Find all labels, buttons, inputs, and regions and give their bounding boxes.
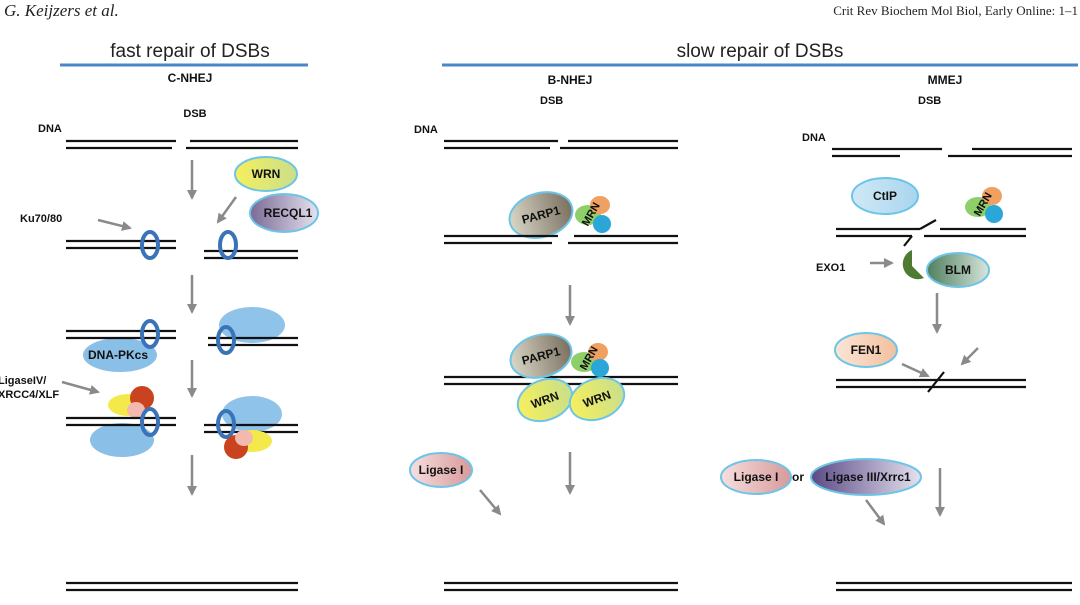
svg-text:CtIP: CtIP	[873, 189, 897, 203]
mmej-dna-label: DNA	[802, 132, 826, 144]
ligase4-arrow	[61, 380, 100, 395]
exo1-protein	[902, 250, 924, 280]
exo1-label: EXO1	[816, 262, 845, 274]
ku-ring-left	[140, 230, 160, 260]
bnhej-label: B-NHEJ	[548, 73, 593, 87]
mmej-dsb-label: DSB	[918, 95, 941, 107]
ligase3-protein	[810, 458, 922, 496]
wrn-protein	[234, 156, 298, 192]
cnhej-dna-broken	[66, 139, 298, 150]
ligase1-protein-bnhej	[409, 452, 473, 488]
dnapk-right	[219, 307, 285, 343]
ligase-arrow-mmej	[865, 499, 886, 526]
blm-protein	[926, 252, 990, 288]
ku-ring-right-2	[216, 325, 236, 355]
wrn-protein-bnhej-1	[516, 377, 574, 423]
ku-ring-left-2	[140, 319, 160, 349]
svg-text:Ligase I: Ligase I	[734, 470, 779, 484]
bnhej-dna-parp	[444, 234, 678, 245]
cnhej-label: C-NHEJ	[168, 71, 213, 85]
svg-text:FEN1: FEN1	[851, 343, 882, 357]
ku-label: Ku70/80	[20, 213, 62, 225]
svg-text:WRN: WRN	[252, 167, 281, 181]
dnapk-label: DNA-PKcs	[88, 348, 148, 362]
fen1-protein	[834, 332, 898, 368]
ligase1-protein-mmej	[720, 459, 792, 495]
or-label: or	[792, 470, 804, 484]
fast-repair-title: fast repair of DSBs	[110, 41, 269, 62]
ligase4-complex-left	[108, 386, 154, 418]
ku-ring-left-3	[140, 407, 160, 437]
ligase4-complex-right	[224, 430, 272, 459]
running-head-journal: Crit Rev Biochem Mol Biol, Early Online:…	[833, 3, 1078, 18]
wrn-protein-bnhej-2	[568, 376, 626, 422]
mrn-complex-bnhej-2: MRN	[571, 343, 609, 377]
dnapk-left	[83, 338, 157, 372]
mmej-dna-repaired	[836, 581, 1072, 592]
ligase4-label-2: XRCC4/XLF	[0, 389, 59, 401]
mmej-flap-arrow	[960, 347, 979, 366]
bnhej-dsb-label: DSB	[540, 95, 563, 107]
running-head-author: G. Keijzers et al.	[4, 1, 119, 20]
bnhej-dna-label: DNA	[414, 124, 438, 136]
cnhej-dsb-label: DSB	[183, 108, 206, 120]
svg-text:Ligase III/Xrrc1: Ligase III/Xrrc1	[825, 470, 911, 484]
dnapk-right-3	[222, 396, 282, 432]
parp1-protein-2	[509, 333, 573, 379]
fen1-arrow	[901, 362, 930, 378]
mmej-dna-resection	[836, 219, 1026, 247]
bnhej-dna-broken	[444, 139, 678, 150]
cnhej-dna-ku	[66, 239, 298, 260]
ligase4-label-1: LigaseIV/	[0, 375, 46, 387]
mmej-label: MMEJ	[928, 73, 963, 87]
bnhej-dna-repaired	[444, 581, 678, 592]
ctip-protein	[851, 177, 919, 215]
slow-repair-title: slow repair of DSBs	[677, 41, 844, 62]
ligase1-arrow-bnhej	[479, 489, 502, 516]
mrn-complex-mmej: MRN	[965, 187, 1003, 223]
mmej-dna-annealed	[836, 371, 1026, 393]
cnhej-dna-label: DNA	[38, 123, 62, 135]
ku-ring-right	[218, 230, 238, 260]
mrn-complex-bnhej: MRN	[575, 196, 611, 233]
svg-text:RECQL1: RECQL1	[264, 206, 313, 220]
mmej-dna-broken	[832, 147, 1072, 158]
recql1-protein	[249, 193, 319, 233]
svg-text:Ligase I: Ligase I	[419, 463, 464, 477]
ku-arrow	[97, 218, 132, 231]
ku-ring-right-3	[216, 409, 236, 439]
svg-text:BLM: BLM	[945, 263, 971, 277]
wrn-arrow	[216, 196, 238, 224]
dnapk-left-3	[90, 423, 154, 457]
cnhej-dna-repaired	[66, 581, 298, 592]
